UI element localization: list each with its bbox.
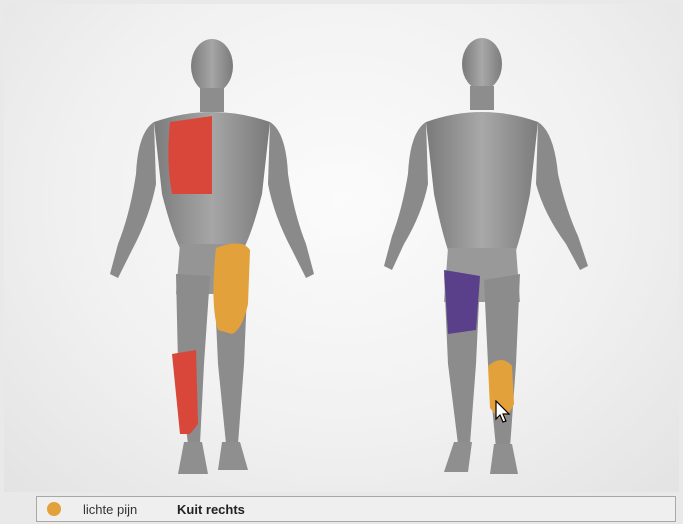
region-hamstring-left — [444, 270, 480, 334]
light-pain-dot-icon — [47, 502, 61, 516]
body-map-viewport[interactable] — [4, 4, 679, 492]
pain-legend-bar: lichte pijn Kuit rechts — [36, 496, 676, 522]
front-body-figure[interactable] — [92, 4, 332, 492]
selected-region-label: Kuit rechts — [177, 502, 245, 517]
pain-level-label: lichte pijn — [83, 502, 153, 517]
region-shin-right — [172, 350, 198, 434]
back-body-figure[interactable] — [362, 4, 612, 492]
mouse-cursor-icon — [495, 400, 511, 429]
region-chest-right — [168, 116, 212, 194]
